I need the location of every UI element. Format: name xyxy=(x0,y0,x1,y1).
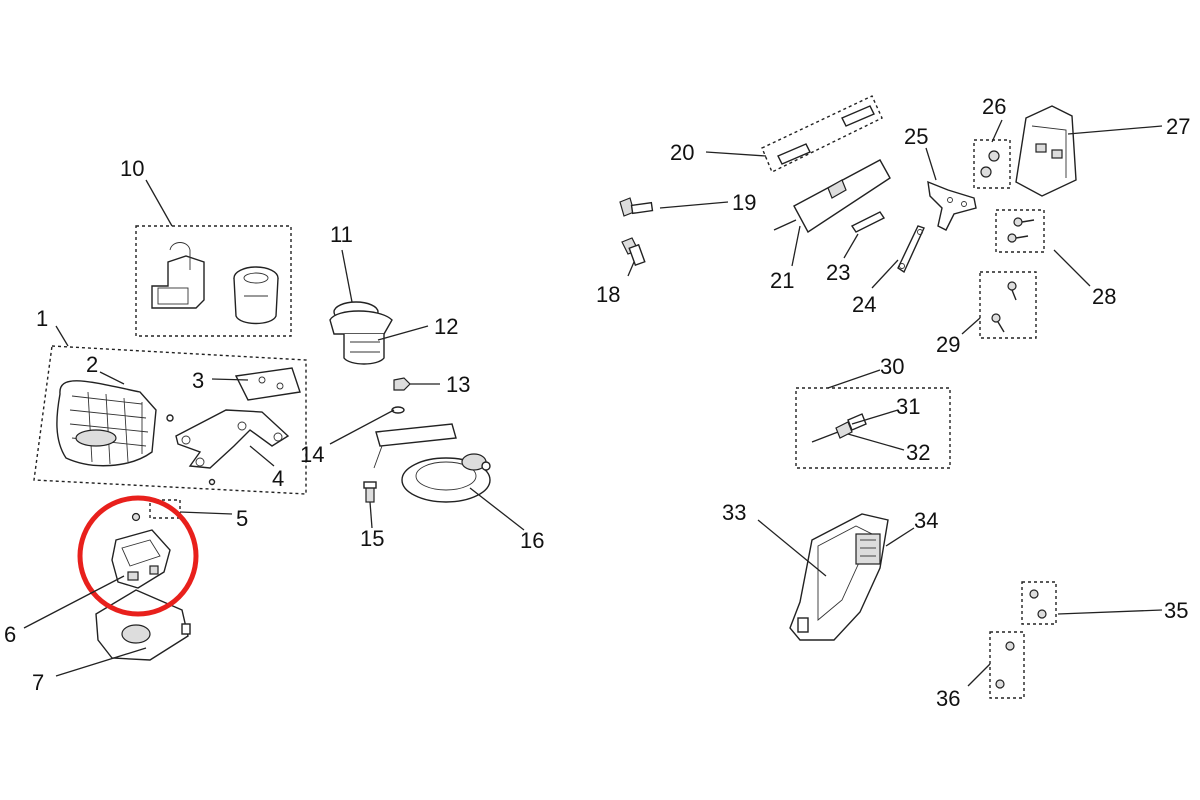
part-3-plate xyxy=(234,367,301,401)
callout-4: 4 xyxy=(272,466,284,491)
callout-23: 23 xyxy=(826,260,850,285)
callout-33: 33 xyxy=(722,500,746,525)
callout-16: 16 xyxy=(520,528,544,553)
callout-15: 15 xyxy=(360,526,384,551)
part-10-group-box xyxy=(135,225,292,337)
part-12-ignition-switch xyxy=(329,301,393,365)
callout-28: 28 xyxy=(1092,284,1116,309)
part-29-screws xyxy=(979,271,1037,339)
callout-24: 24 xyxy=(852,292,876,317)
callout-5: 5 xyxy=(236,506,248,531)
part-20-reflector-strips xyxy=(761,95,883,173)
part-13-nut xyxy=(393,377,411,391)
callout-20: 20 xyxy=(670,140,694,165)
callout-36: 36 xyxy=(936,686,960,711)
part-14-washer xyxy=(391,406,405,414)
part-19-bolt xyxy=(619,197,654,217)
part-21-reflector xyxy=(773,159,891,234)
part-36-screws xyxy=(989,631,1025,699)
callout-34: 34 xyxy=(914,508,938,533)
callout-2: 2 xyxy=(86,352,98,377)
highlight-circle xyxy=(77,495,199,617)
part-18-bolt xyxy=(621,237,646,267)
callout-21: 21 xyxy=(770,268,794,293)
callout-19: 19 xyxy=(732,190,756,215)
callout-18: 18 xyxy=(596,282,620,307)
callout-27: 27 xyxy=(1166,114,1190,139)
callout-10: 10 xyxy=(120,156,144,181)
part-26-nuts xyxy=(973,139,1011,189)
callout-11: 11 xyxy=(330,222,353,247)
callout-30: 30 xyxy=(880,354,904,379)
part-16-horn xyxy=(373,423,491,503)
part-15-bolt xyxy=(363,481,377,503)
callout-25: 25 xyxy=(904,124,928,149)
part-28-screws xyxy=(995,209,1045,253)
callout-35: 35 xyxy=(1164,598,1188,623)
part-10-lock-set xyxy=(151,242,279,325)
part-27-tail-light xyxy=(1015,105,1077,197)
part-33-license-bracket xyxy=(789,513,889,641)
part-35-screws xyxy=(1021,581,1057,625)
part-25-bracket xyxy=(927,180,977,231)
callout-7: 7 xyxy=(32,670,44,695)
part-4-bracket xyxy=(175,409,290,486)
callout-3: 3 xyxy=(192,368,204,393)
callout-13: 13 xyxy=(446,372,470,397)
callout-12: 12 xyxy=(434,314,458,339)
callout-29: 29 xyxy=(936,332,960,357)
callout-14: 14 xyxy=(300,442,324,467)
part-24-link xyxy=(897,225,925,274)
part-1-group-box xyxy=(33,345,307,495)
part-23-strip xyxy=(850,211,886,233)
callout-26: 26 xyxy=(982,94,1006,119)
callout-1: 1 xyxy=(36,306,48,331)
callout-31: 31 xyxy=(896,394,920,419)
part-6-cover xyxy=(111,529,171,589)
callout-32: 32 xyxy=(906,440,930,465)
part-5-screw xyxy=(131,499,181,522)
callout-6: 6 xyxy=(4,622,16,647)
part-2-headlight xyxy=(56,380,174,467)
